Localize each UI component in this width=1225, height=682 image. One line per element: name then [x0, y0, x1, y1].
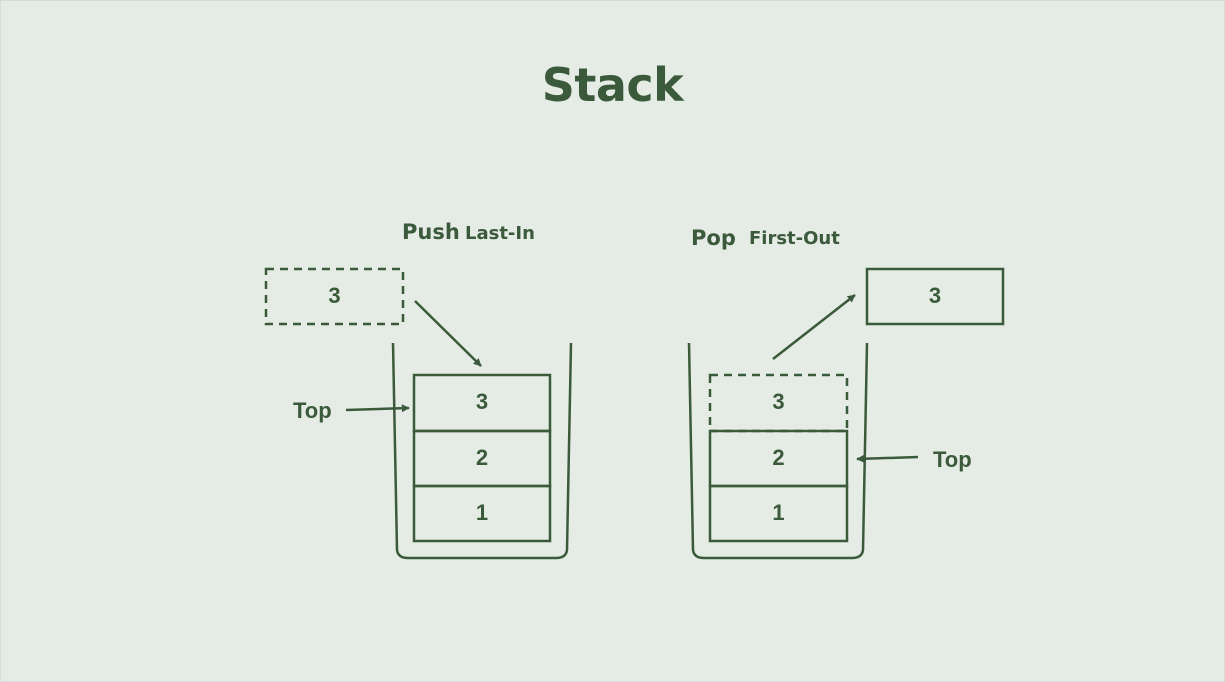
pop-top-arrow [856, 454, 919, 463]
push-stack-value: 3 [476, 389, 488, 414]
slide-title: Stack [541, 58, 684, 112]
push-incoming-element [264, 267, 405, 326]
push-op-label: Push [402, 220, 460, 244]
push-incoming-value: 3 [328, 283, 340, 308]
pop-stack-value: 2 [772, 445, 784, 470]
pop-stack-value: 1 [772, 500, 784, 525]
push-top-label: Top [293, 398, 332, 423]
push-stack-container [391, 342, 573, 560]
pop-phrase-label: First-Out [749, 228, 840, 249]
pop-arrow [772, 294, 856, 360]
pop-stack-cell [708, 484, 849, 543]
pop-top-label: Top [933, 447, 972, 472]
push-stack-cell [412, 484, 552, 543]
pop-outgoing-element [865, 267, 1005, 326]
pop-stack-container [687, 342, 869, 560]
push-arrow [414, 300, 482, 367]
pop-outgoing-value: 3 [929, 283, 941, 308]
pop-removed-cell [708, 373, 849, 433]
push-top-arrow [345, 404, 410, 413]
pop-op-label: Pop [691, 226, 736, 250]
pop-stack-value: 3 [772, 389, 784, 414]
push-stack-value: 2 [476, 445, 488, 470]
push-stack-value: 1 [476, 500, 488, 525]
push-phrase-label: Last-In [465, 223, 535, 244]
